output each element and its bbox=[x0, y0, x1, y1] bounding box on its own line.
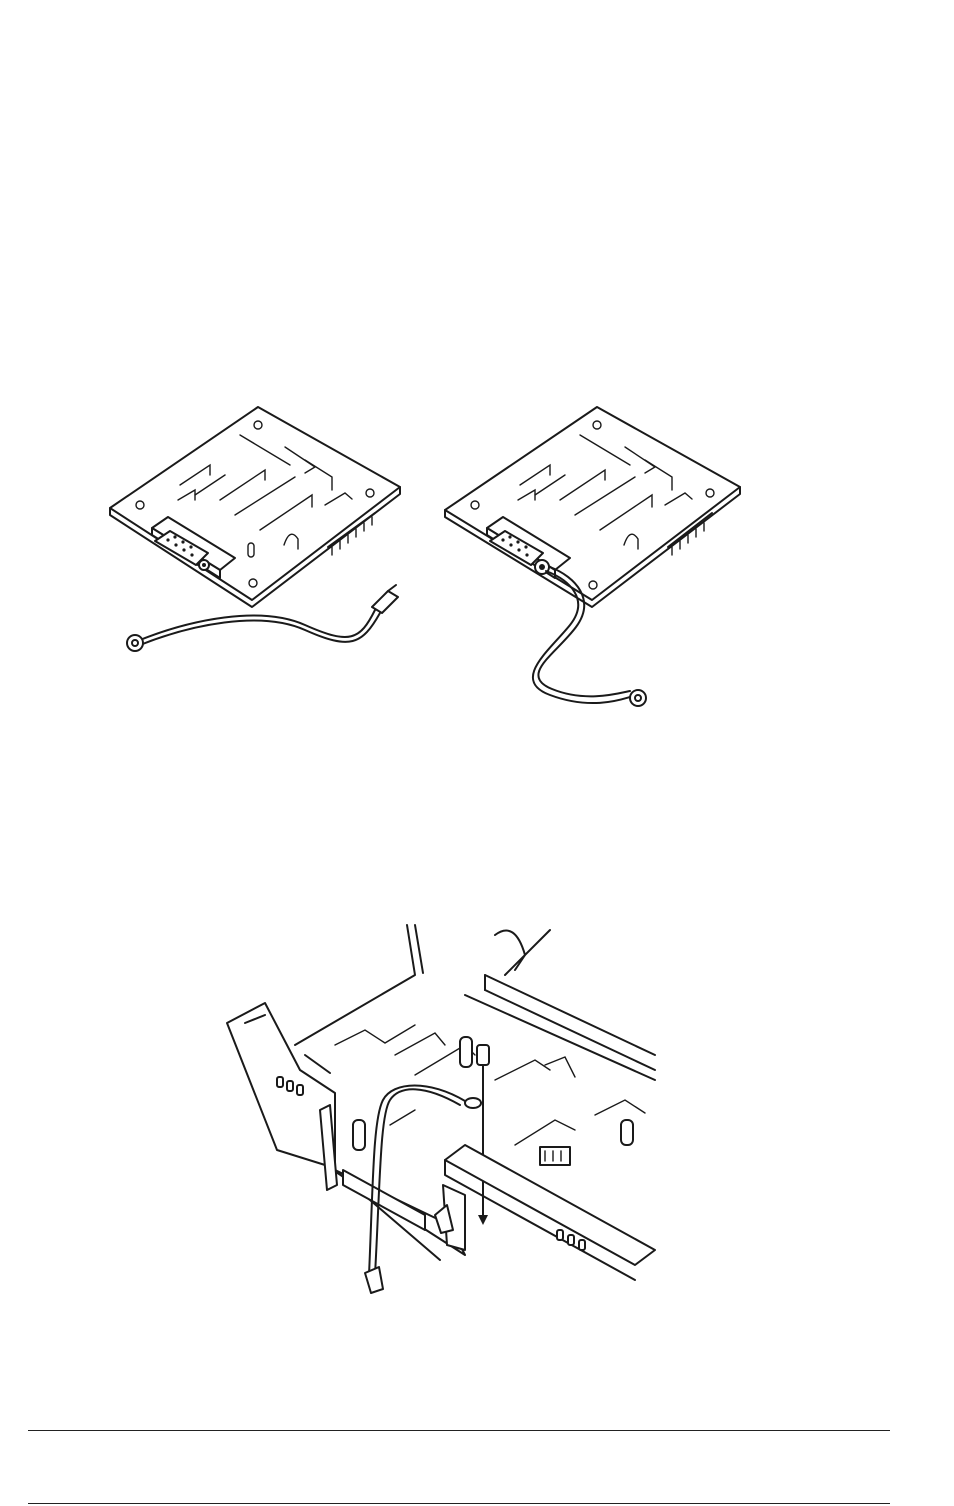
interface-board-left bbox=[110, 407, 400, 651]
board-ground-wire-illustration bbox=[100, 395, 780, 725]
printer-housing bbox=[295, 925, 655, 1150]
footer-rule-bottom bbox=[28, 1503, 890, 1504]
footer-rule-top bbox=[28, 1430, 890, 1431]
board-ground-wire-figure bbox=[100, 395, 780, 725]
ground-wire-loose bbox=[127, 585, 398, 651]
printer-side-panel bbox=[227, 1003, 465, 1260]
printer-installation-figure bbox=[215, 915, 665, 1300]
interface-ground-wire bbox=[365, 1086, 481, 1294]
interface-board-right bbox=[445, 407, 740, 706]
printer-main-board bbox=[445, 1145, 655, 1280]
printer-installation-illustration bbox=[215, 915, 665, 1300]
interface-connector-bracket bbox=[320, 1105, 465, 1250]
